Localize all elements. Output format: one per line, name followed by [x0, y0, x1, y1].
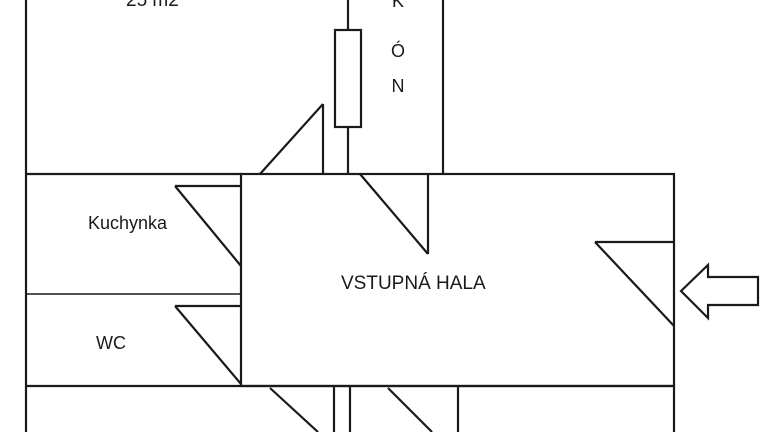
balcony-letter-o: Ó: [390, 41, 405, 61]
entrance-door-swing: [594, 241, 675, 327]
hall-top-door-swing: [359, 173, 429, 255]
balcony-letter-n: N: [391, 76, 405, 96]
balcony-letter-k: K: [391, 0, 404, 11]
bottom-door-1-swing: [269, 387, 319, 432]
top-room-area-label: 25 m2: [126, 0, 179, 11]
kitchen-label: Kuchynka: [88, 213, 168, 233]
wc-door-swing: [174, 305, 242, 385]
balcony-window: [333, 28, 363, 129]
arrow-left-icon: [679, 262, 760, 321]
hall-label: VSTUPNÁ HALA: [341, 273, 486, 294]
balcony-door-leaf: [259, 103, 324, 175]
bottom-door-2-swing: [387, 387, 433, 432]
kitchen-door-swing: [174, 185, 242, 267]
wc-label: WC: [96, 333, 126, 353]
